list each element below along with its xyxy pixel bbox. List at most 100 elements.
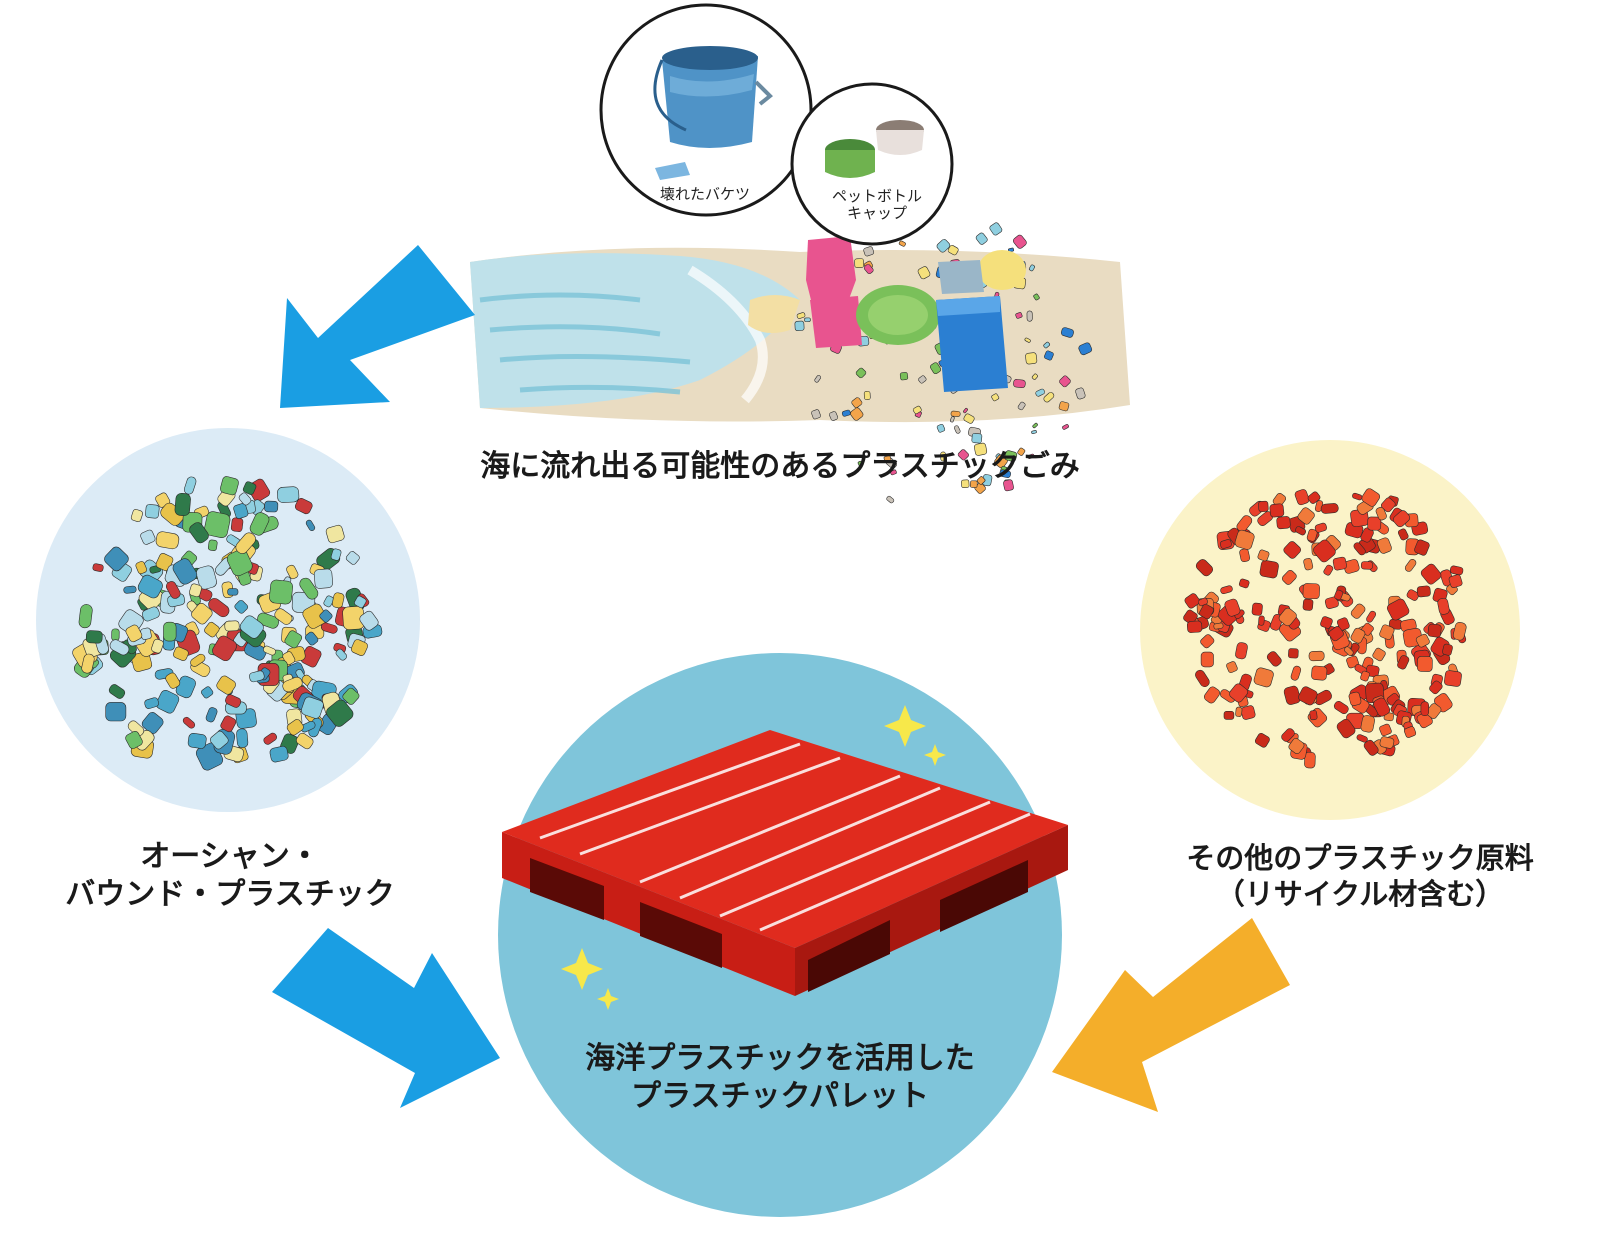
plastic-fragment: [794, 320, 805, 332]
plastic-fragment: [190, 653, 206, 667]
plastic-fragment: [1203, 686, 1221, 704]
plastic-fragment: [975, 232, 988, 245]
plastic-fragment: [238, 492, 252, 506]
plastic-fragment: [1429, 680, 1443, 695]
plastic-fragment: [165, 581, 181, 599]
plastic-fragment: [1406, 589, 1420, 601]
plastic-fragment: [1397, 528, 1409, 541]
marine-plastic-waste-title: 海に流れ出る可能性のあるプラスチックごみ: [480, 449, 1080, 484]
plastic-fragment: [108, 684, 126, 699]
plastic-fragment: [940, 451, 946, 462]
plastic-fragment: [1239, 548, 1251, 563]
plastic-fragment: [1043, 341, 1050, 349]
plastic-fragment: [226, 549, 253, 577]
broken-bucket-bubble: [599, 3, 813, 217]
plastic-fragment: [1452, 622, 1467, 641]
plastic-fragment: [204, 511, 231, 539]
bottle-cap-label: ペットボトル キャップ: [822, 187, 932, 223]
plastic-fragment: [1283, 541, 1302, 559]
plastic-fragment: [1017, 447, 1026, 456]
plastic-pallet: [502, 730, 1068, 996]
plastic-fragment: [216, 675, 236, 695]
plastic-fragment: [249, 512, 270, 536]
sparkle-icon: [597, 988, 619, 1010]
plastic-fragment: [1199, 603, 1214, 620]
plastic-fragment: [264, 500, 279, 513]
plastic-fragment: [1426, 703, 1442, 719]
ocean-bound-plastic-line2: バウンド・プラスチック: [65, 876, 395, 912]
plastic-fragment: [961, 479, 970, 489]
plastic-fragment: [1224, 598, 1241, 617]
pallet-label: 海洋プラスチックを活用した プラスチックパレット: [540, 1040, 1020, 1115]
plastic-fragment: [841, 409, 851, 417]
plastic-fragment: [918, 375, 927, 384]
plastic-fragment: [189, 583, 202, 598]
plastic-fragment: [971, 433, 983, 444]
plastic-fragment: [195, 565, 217, 590]
broken-bucket-label: 壊れたバケツ: [659, 185, 750, 203]
plastic-fragment: [172, 558, 198, 585]
plastic-fragment: [1324, 596, 1339, 609]
plastic-fragment: [963, 413, 975, 424]
plastic-fragment: [140, 627, 152, 640]
plastic-fragment: [104, 546, 129, 572]
plastic-fragment: [1414, 539, 1430, 556]
plastic-fragment: [220, 476, 239, 496]
plastic-fragment: [326, 699, 354, 727]
plastic-fragment: [1186, 620, 1203, 633]
plastic-fragment: [963, 407, 968, 414]
plastic-fragment: [1353, 542, 1366, 556]
plastic-fragment: [936, 423, 946, 433]
sparkle-icon: [561, 948, 603, 990]
plastic-fragment: [814, 375, 822, 383]
plastic-fragment: [92, 563, 104, 572]
plastic-fragment: [205, 707, 218, 723]
plastic-fragment: [1290, 665, 1302, 681]
plastic-fragment: [974, 442, 988, 456]
plastic-fragment: [269, 579, 293, 605]
plastic-fragment: [1437, 597, 1450, 615]
plastic-fragment: [1269, 503, 1285, 518]
plastic-fragment: [1373, 697, 1391, 717]
plastic-fragment: [269, 745, 289, 763]
plastic-fragment: [1235, 706, 1243, 717]
plastic-fragment: [1219, 539, 1232, 549]
plastic-fragment: [1320, 616, 1333, 629]
plastic-fragment: [225, 694, 242, 708]
plastic-fragment: [1183, 609, 1198, 625]
plastic-fragment: [863, 246, 875, 257]
plastic-fragment: [1035, 388, 1045, 397]
plastic-fragment: [1302, 598, 1314, 611]
plastic-fragment: [1258, 615, 1265, 626]
plastic-fragment: [1238, 578, 1250, 589]
plastic-fragment: [1313, 539, 1336, 563]
plastic-fragment: [1306, 528, 1318, 542]
plastic-fragment: [1195, 559, 1214, 577]
plastic-fragment: [1328, 626, 1344, 642]
plastic-fragment: [204, 621, 220, 638]
plastic-fragment: [970, 480, 978, 488]
plastic-fragment: [209, 730, 229, 750]
plastic-fragment: [1352, 492, 1363, 501]
plastic-fragment: [1361, 488, 1381, 507]
plastic-fragment: [141, 606, 160, 622]
plastic-fragment: [1336, 617, 1350, 631]
plastic-fragment: [81, 653, 95, 674]
plastic-fragment: [954, 425, 961, 434]
plastic-fragment: [1420, 563, 1442, 585]
plastic-fragment: [1404, 559, 1417, 572]
plastic-fragment: [950, 416, 955, 423]
plastic-fragment: [230, 517, 244, 532]
plastic-fragment: [912, 405, 922, 415]
plastic-fragment: [319, 609, 333, 623]
plastic-fragment: [1314, 522, 1328, 533]
ocean-plastic-fragments: [72, 476, 383, 771]
plastic-fragment: [1031, 373, 1038, 380]
plastic-fragment: [1332, 556, 1347, 571]
plastic-fragment: [1033, 293, 1040, 301]
plastic-fragment: [163, 621, 177, 642]
plastic-fragment: [155, 531, 180, 550]
plastic-fragment: [1257, 549, 1270, 562]
plastic-fragment: [1229, 683, 1248, 703]
